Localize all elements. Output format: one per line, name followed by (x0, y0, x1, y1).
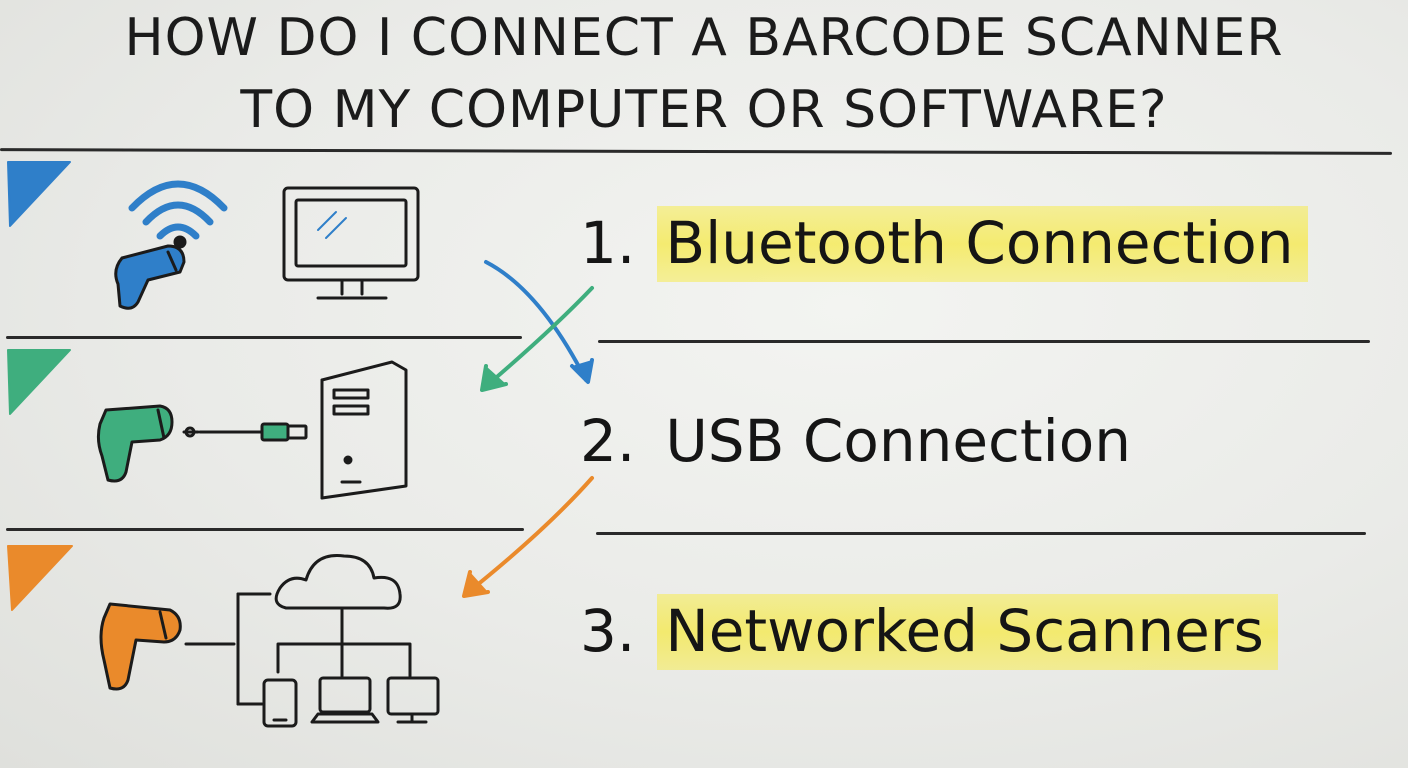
step-number: 2. (580, 407, 636, 475)
step-label: USB Connection (665, 407, 1132, 475)
title-line-2: TO MY COMPUTER OR SOFTWARE? (240, 80, 1168, 140)
step-label: Networked Scanners (657, 594, 1278, 670)
divider-left-2 (6, 528, 524, 531)
network-tree-icon (184, 592, 412, 706)
step-networked: 3. Networked Scanners (580, 594, 1278, 670)
cloud-icon (274, 554, 402, 610)
desktop-tower-icon (320, 360, 408, 500)
laptop-icon (310, 676, 380, 724)
barcode-scanner-icon (114, 244, 186, 310)
monitor-icon (386, 676, 440, 724)
arrow-orange-icon (462, 476, 594, 598)
barcode-scanner-icon (96, 404, 174, 483)
step-label: Bluetooth Connection (657, 206, 1308, 282)
step-number: 1. (580, 209, 636, 277)
wifi-signal-icon (128, 180, 228, 249)
phone-icon (262, 678, 298, 728)
arrow-green-icon (480, 286, 594, 392)
step-number: 3. (580, 597, 636, 665)
section-2-triangle-icon (7, 349, 71, 415)
usb-cable-icon (182, 422, 308, 442)
barcode-scanner-icon (99, 602, 182, 691)
step-bluetooth: 1. Bluetooth Connection (580, 206, 1308, 282)
divider-right-2 (596, 532, 1366, 535)
step-usb: 2. USB Connection (580, 404, 1145, 480)
title-line-1: HOW DO I CONNECT A BARCODE SCANNER (124, 8, 1284, 68)
monitor-icon (282, 186, 420, 300)
arrow-blue-icon (484, 260, 594, 384)
section-1-triangle-icon (7, 161, 71, 227)
divider-right-1 (598, 340, 1370, 343)
section-3-triangle-icon (7, 545, 73, 611)
divider-left-1 (6, 336, 522, 339)
